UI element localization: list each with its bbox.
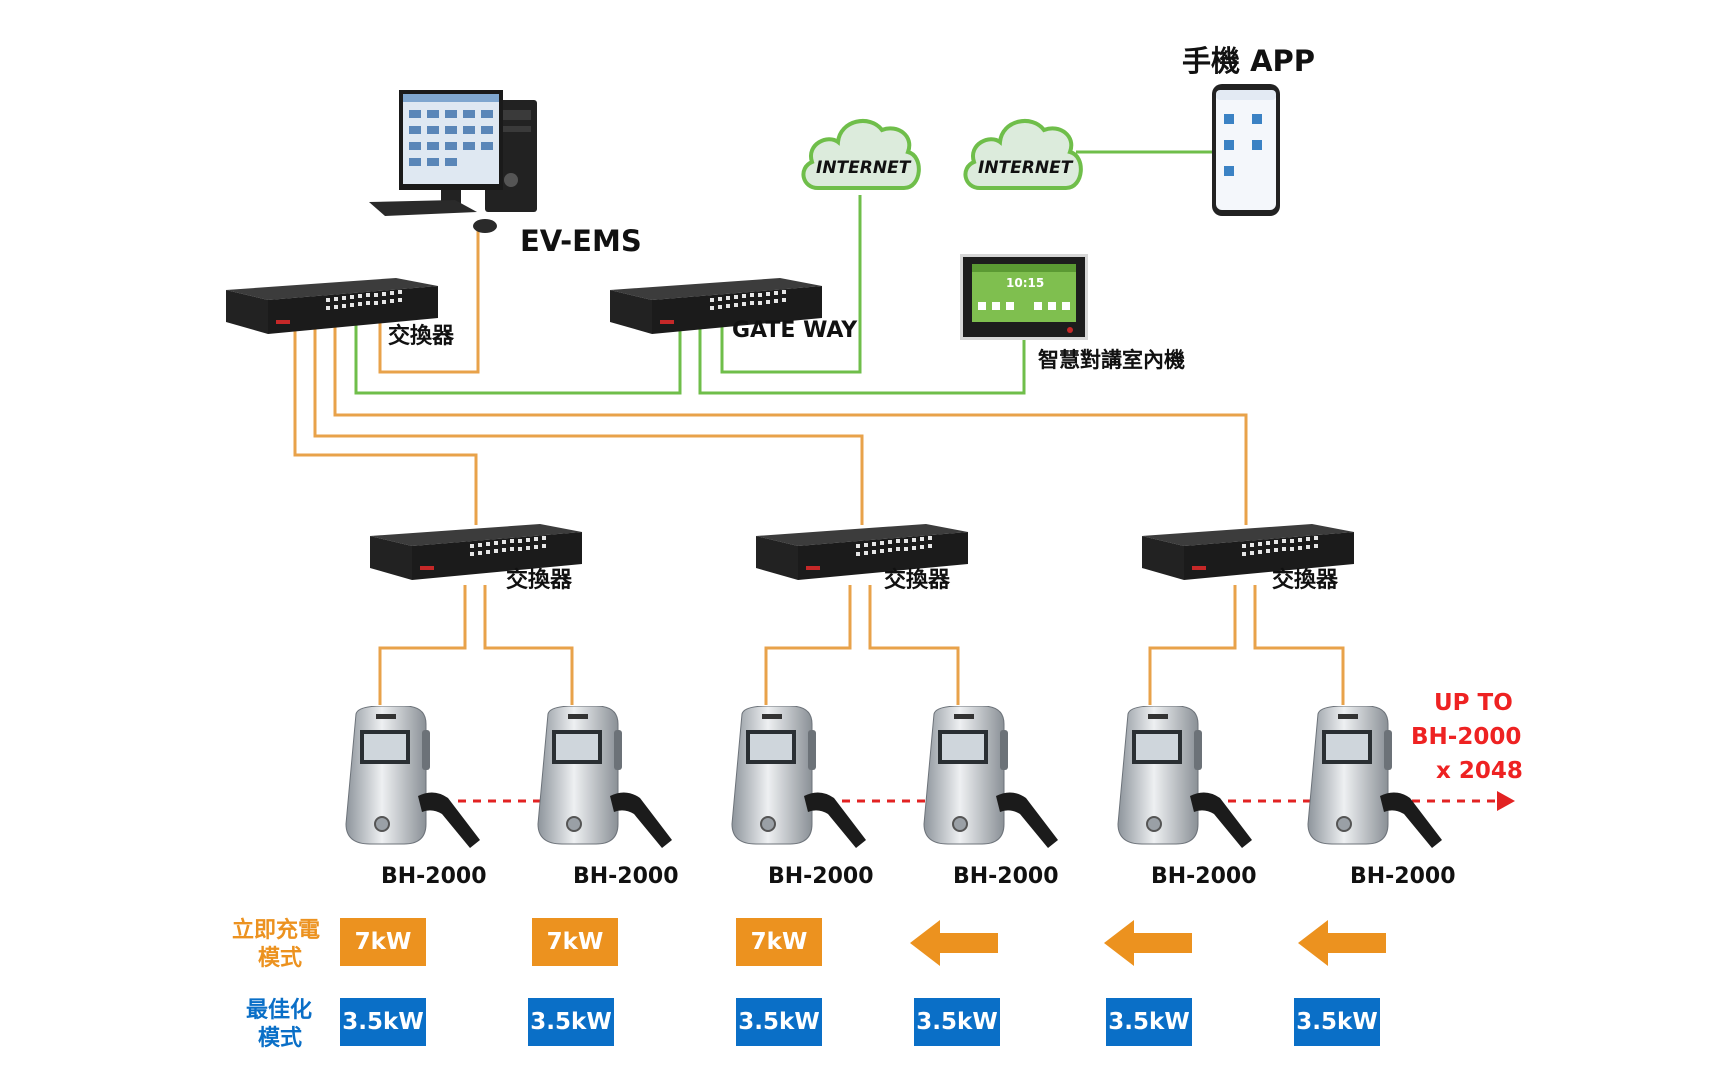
charger-model-label: BH-2000 <box>381 864 487 889</box>
internet-label: INTERNET <box>816 158 911 178</box>
instant-power-badge: 7kW <box>532 918 618 966</box>
top-switch-label: 交換器 <box>388 324 455 349</box>
switch-3-icon <box>1142 524 1354 582</box>
intercom-clock: 10:15 <box>1006 276 1045 290</box>
ev-ems-computer-icon <box>365 90 575 240</box>
switch-1-label: 交換器 <box>506 568 573 593</box>
internet-label: INTERNET <box>978 158 1073 178</box>
optimized-power-badge: 3.5kW <box>1294 998 1380 1046</box>
arrow-left-icon <box>910 920 1000 966</box>
switch-2-icon <box>756 524 968 582</box>
charger-model-label: BH-2000 <box>1350 864 1456 889</box>
phone-app-label: 手機 APP <box>1182 44 1316 78</box>
instant-mode-line1: 立即充電 <box>232 918 321 943</box>
optimized-power-badge: 3.5kW <box>736 998 822 1046</box>
arrow-left-icon <box>1298 920 1388 966</box>
ev-ems-label: EV-EMS <box>520 224 642 258</box>
arrow-left-icon <box>1104 920 1194 966</box>
ev-charger-icon <box>1300 705 1455 856</box>
optimized-power-badge: 3.5kW <box>528 998 614 1046</box>
gateway-switch-icon <box>610 278 822 336</box>
optimized-power-badge: 3.5kW <box>1106 998 1192 1046</box>
charger-model-label: BH-2000 <box>953 864 1059 889</box>
instant-power-badge: 7kW <box>736 918 822 966</box>
optimized-mode-line1: 最佳化 <box>246 998 313 1023</box>
optimized-mode-line2: 模式 <box>258 1026 303 1051</box>
intercom-label: 智慧對講室內機 <box>1038 348 1185 372</box>
gateway-label: GATE WAY <box>732 318 858 343</box>
switch-3-label: 交換器 <box>1272 568 1339 593</box>
internet-cloud-icon: INTERNET <box>958 106 1088 196</box>
instant-mode-line2: 模式 <box>258 946 303 971</box>
ev-charger-icon <box>530 705 685 856</box>
switch-1-icon <box>370 524 582 582</box>
upto-line1: UP TO <box>1434 690 1513 716</box>
intercom-panel-icon: 10:15 <box>960 254 1088 340</box>
charger-model-label: BH-2000 <box>768 864 874 889</box>
ev-charger-icon <box>1110 705 1265 856</box>
charger-model-label: BH-2000 <box>573 864 679 889</box>
internet-cloud-icon: INTERNET <box>796 106 926 196</box>
upto-line2: BH-2000 <box>1411 724 1522 750</box>
top-switch-icon <box>226 278 438 336</box>
ev-charger-icon <box>916 705 1071 856</box>
instant-power-badge: 7kW <box>340 918 426 966</box>
upto-line3: x 2048 <box>1436 758 1523 784</box>
ev-charger-icon <box>724 705 879 856</box>
switch-2-label: 交換器 <box>884 568 951 593</box>
smartphone-icon <box>1212 84 1280 216</box>
optimized-power-badge: 3.5kW <box>340 998 426 1046</box>
optimized-power-badge: 3.5kW <box>914 998 1000 1046</box>
ev-charger-icon <box>338 705 493 856</box>
charger-model-label: BH-2000 <box>1151 864 1257 889</box>
